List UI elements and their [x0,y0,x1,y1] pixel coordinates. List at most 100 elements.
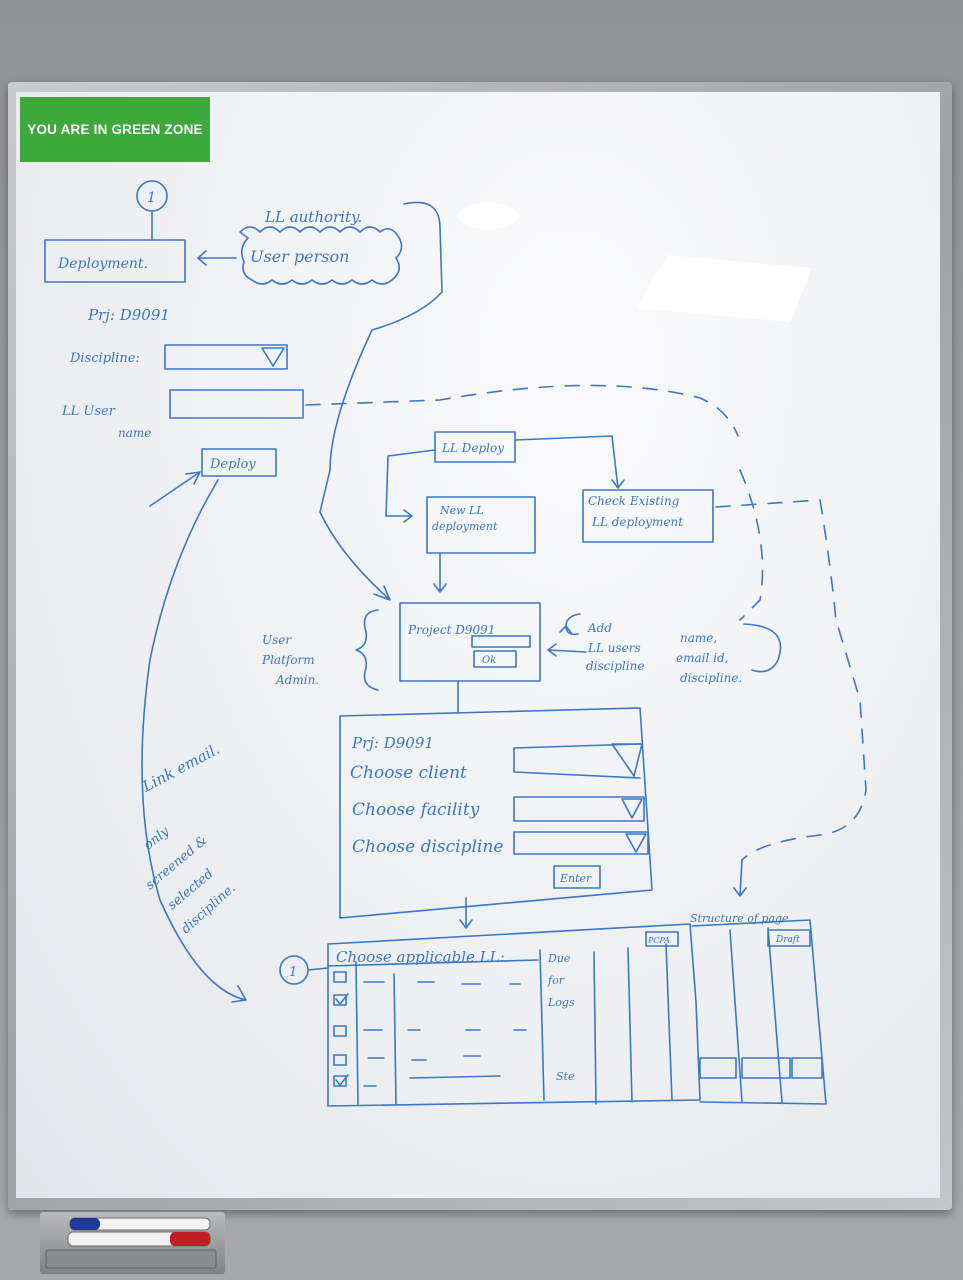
add-text-6: discipline. [680,671,742,685]
user-role-brace [355,609,379,691]
table-cell-dashes [363,981,527,1087]
marker-blue-cap-icon [70,1218,100,1230]
arrow-form-to-table [459,897,473,929]
table-header-rule [327,959,539,967]
structure-draft-text: Draft [775,935,800,945]
authority-text: LL authority. [264,208,362,226]
light-reflection-panel [636,255,812,322]
marker-tray [40,1212,225,1274]
arrow-deploy-to-table [141,479,247,1003]
tray-ledge [45,1249,217,1269]
table-side-text-3: Logs [547,996,575,1009]
ll-user-label: LL User [61,404,116,419]
table-checkbox-4 [333,1054,347,1066]
form-facility-field [513,796,645,822]
deploy-button-box [201,448,277,477]
new-deployment-text-1: New LL [439,504,484,517]
discipline-dropdown [164,344,288,370]
add-text-3: discipline [586,659,644,673]
arrow-new-to-project [433,552,447,593]
arrow-to-new-deploy [385,449,436,523]
user-person-cloud [239,226,403,285]
table-col-tag-text: PCPA [647,936,670,945]
arrow-to-check-existing [514,435,625,489]
markers [45,1217,217,1269]
ll-user-name-field [169,389,304,419]
table-checkbox-1 [333,971,347,983]
project-ok-text: Ok [482,655,496,666]
add-loop-arrow [743,623,782,673]
project-box-field [471,635,531,648]
table-side-text-4: Ste [556,1070,575,1083]
table-step-marker-text: 1 [289,965,297,980]
project-box-text: Project D9091 [407,623,495,637]
new-deployment-text-2: deployment [432,520,498,533]
add-text-5: email id, [676,651,728,665]
user-role-text-1: User [262,633,292,647]
table-column-lines [355,943,673,1105]
form-choose-discipline-label: Choose discipline [352,837,503,857]
light-reflection-round [458,203,518,229]
discipline-label: Discipline: [69,351,140,366]
table-col-tag-box [645,931,679,947]
table-side-text-1: Due [547,952,571,965]
arrow-user-to-deployment [197,250,237,266]
dashed-connector-right [715,499,867,861]
deployment-box [44,239,186,283]
add-text-2: LL users [587,641,641,655]
project-ok-button [473,650,517,668]
deploy-button-text: Deploy [209,457,256,472]
add-text-4: name, [680,631,717,645]
green-zone-sign: YOU ARE IN GREEN ZONE [20,97,210,162]
table-outline [327,923,701,1107]
form-client-arrow-icon [611,743,643,777]
table-step-marker-line [307,967,329,971]
structure-bottom-btn-2 [741,1057,791,1079]
structure-panel-outline [691,919,827,1105]
check-existing-text-2: LL deployment [591,515,683,529]
dashed-connector-top [305,384,739,437]
user-role-text-2: Platform [261,653,315,667]
arrow-to-table-structure [733,859,747,897]
structure-bottom-btn-1 [699,1057,737,1079]
form-client-field [513,743,641,779]
ll-deploy-box [434,431,516,463]
form-choose-client-label: Choose client [350,763,467,783]
form-facility-arrow-icon [621,798,643,819]
structure-bottom-btn-3 [791,1057,823,1079]
check-existing-text-1: Check Existing [588,494,680,508]
form-enter-text: Enter [559,872,592,885]
deployment-text: Deployment. [57,256,148,272]
table-side-text-2: for [547,974,565,987]
table-checkbox-2 [333,994,347,1006]
structure-panel-columns [729,927,783,1103]
project-code-text: Prj: D9091 [87,306,170,324]
discipline-dropdown-arrow-icon [261,347,285,367]
form-discipline-field [513,831,649,855]
ll-user-name-label: name [118,426,151,440]
table-checkbox-3 [333,1025,347,1037]
form-project-text: Prj: D9091 [351,734,434,752]
add-text-1: Add [587,621,612,635]
dashed-connector-middle [739,469,764,621]
step-marker-text: 1 [147,190,156,206]
arrow-authority-to-project [319,201,443,601]
ll-deploy-text: LL Deploy [441,441,504,455]
arrow-to-deploy [149,471,201,507]
form-discipline-arrow-icon [625,833,647,853]
project-box [399,602,541,682]
add-curl-arrow [559,613,581,636]
user-role-text-3: Admin. [275,673,319,687]
table-check-mark-5 [335,1074,349,1086]
structure-draft-button [767,929,811,947]
check-existing-box [582,489,714,543]
new-deployment-box [426,496,536,554]
marker-red-cap-icon [170,1232,210,1246]
form-enter-button [553,865,601,889]
left-note-1: Link email. [139,740,223,796]
form-choose-facility-label: Choose facility [352,800,480,820]
green-zone-sign-text: YOU ARE IN GREEN ZONE [27,122,203,137]
table-checkbox-5 [333,1075,347,1087]
form-outline [339,707,653,919]
